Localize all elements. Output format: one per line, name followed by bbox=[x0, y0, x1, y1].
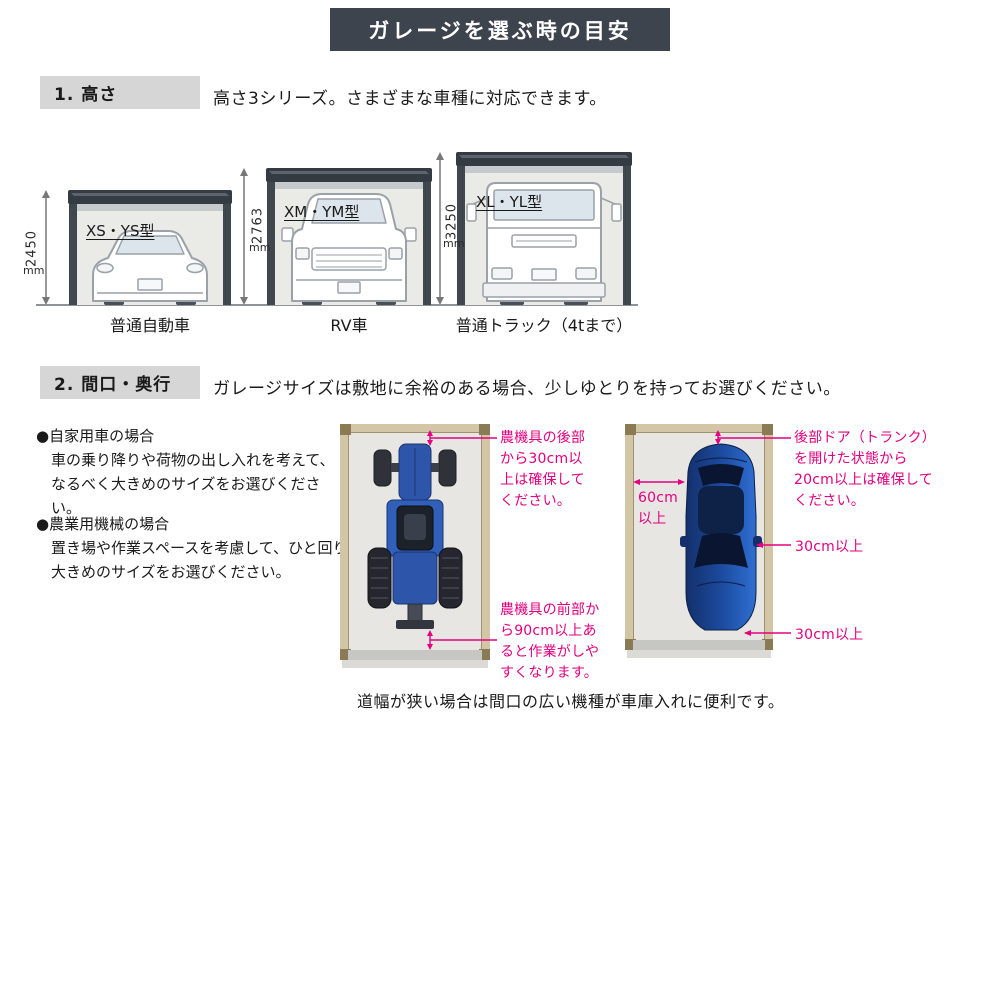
sedan-front-illustration bbox=[92, 230, 208, 305]
vehicle-caption-truck: 普通トラック（4tまで） bbox=[455, 316, 633, 335]
model-label-xm: XM・YM型 bbox=[284, 203, 360, 221]
section2-description: ガレージサイズは敷地に余裕のある場合、少しゆとりを持ってお選びください。 bbox=[213, 379, 841, 399]
section1-description: 高さ3シリーズ。さまざまな車種に対応できます。 bbox=[213, 89, 607, 109]
suv-front-illustration bbox=[281, 193, 417, 305]
garage-xs-illustration bbox=[68, 190, 232, 305]
height-value-xl: 3250 bbox=[444, 202, 460, 241]
note-farm-machine: ●農業用機械の場合 置き場や作業スペースを考慮して、ひと回り大きめのサイズをお選… bbox=[36, 512, 348, 584]
ground-line bbox=[36, 304, 638, 306]
height-arrow-xm bbox=[239, 168, 249, 309]
height-unit-xm: mm bbox=[249, 241, 271, 254]
tractor-rear-clearance-note: 農機具の後部から30cm以上は確保してください。 bbox=[500, 430, 586, 509]
vehicle-caption-car: 普通自動車 bbox=[109, 316, 191, 335]
page-title: ガレージを選ぶ時の目安 bbox=[330, 8, 670, 51]
car-trunk-clearance-note: 後部ドア（トランク）を開けた状態から20cm以上は確保してください。 bbox=[794, 430, 936, 509]
car-side-clearance-label: 30cm以上 bbox=[795, 539, 864, 555]
height-unit-xs: mm bbox=[23, 264, 45, 277]
garage-xl-illustration bbox=[456, 152, 632, 305]
note-farm-machine-body: 置き場や作業スペースを考慮して、ひと回り大きめのサイズをお選びください。 bbox=[51, 539, 348, 581]
tractor-top-illustration bbox=[367, 443, 463, 629]
truck-front-illustration bbox=[466, 182, 622, 305]
model-label-xs: XS・YS型 bbox=[86, 222, 155, 240]
note-private-car-body: 車の乗り降りや荷物の出し入れを考えて、なるべく大きめのサイズをお選びください。 bbox=[51, 451, 335, 517]
section1-heading: 1. 高さ bbox=[40, 76, 200, 109]
height-arrow-xs bbox=[41, 190, 51, 309]
garage-xm-illustration bbox=[266, 168, 432, 305]
footer-note: 道幅が狭い場合は間口の広い機種が車庫入れに便利です。 bbox=[357, 692, 785, 711]
tractor-garage-topview bbox=[340, 424, 490, 672]
note-farm-machine-title: ●農業用機械の場合 bbox=[36, 515, 170, 533]
section2-heading: 2. 間口・奥行 bbox=[40, 366, 200, 399]
garage-front-xs bbox=[68, 190, 232, 309]
garage-front-xl bbox=[456, 152, 632, 309]
vehicle-caption-rv: RV車 bbox=[330, 316, 368, 335]
car-garage-topview bbox=[625, 424, 773, 662]
note-private-car: ●自家用車の場合 車の乗り降りや荷物の出し入れを考えて、なるべく大きめのサイズを… bbox=[36, 424, 348, 520]
garage-front-xm bbox=[266, 168, 432, 309]
car-left-clearance-label: 60cm以上 bbox=[638, 490, 678, 527]
height-value-xs: 2450 bbox=[24, 229, 40, 268]
model-label-xl: XL・YL型 bbox=[476, 193, 543, 211]
tractor-front-clearance-note: 農機具の前部から90cm以上あると作業がしやすくなります。 bbox=[500, 602, 600, 681]
car-front-clearance-label: 30cm以上 bbox=[795, 627, 864, 643]
car-top-illustration bbox=[680, 443, 762, 631]
height-unit-xl: mm bbox=[443, 237, 465, 250]
note-private-car-title: ●自家用車の場合 bbox=[36, 427, 155, 445]
height-arrow-xl bbox=[435, 152, 445, 309]
height-value-xm: 2763 bbox=[250, 206, 266, 245]
